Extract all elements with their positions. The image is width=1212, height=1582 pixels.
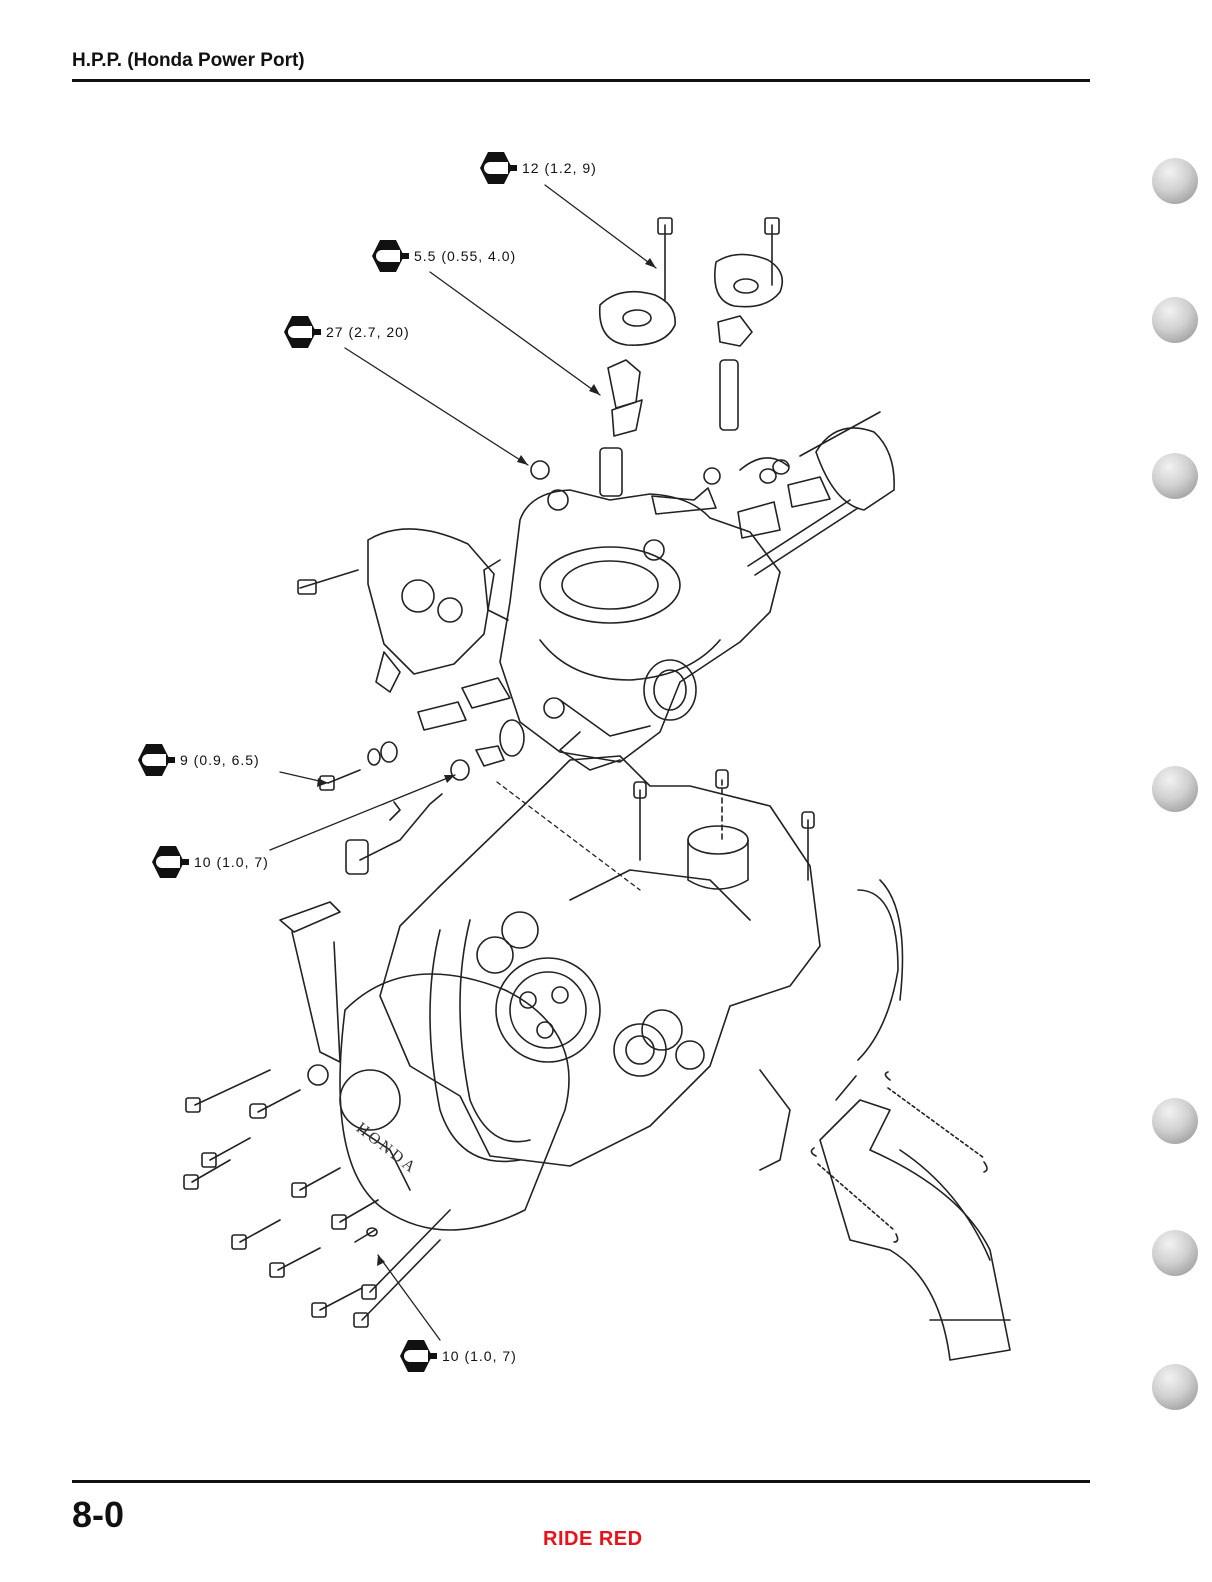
small-parts xyxy=(320,678,524,874)
torque-value: 5.5 (0.55, 4.0) xyxy=(414,248,516,264)
arrowheads xyxy=(317,258,656,1266)
footer-rule xyxy=(72,1480,1090,1483)
section-index-tab xyxy=(1152,766,1198,812)
valve-linkage xyxy=(600,316,894,575)
torque-wrench-icon xyxy=(136,742,176,778)
torque-wrench-icon xyxy=(282,314,322,350)
footer-brand: RIDE RED xyxy=(543,1528,643,1551)
torque-value: 12 (1.2, 9) xyxy=(522,160,597,176)
cylinder-assembly xyxy=(484,461,780,770)
torque-value: 10 (1.0, 7) xyxy=(194,854,269,870)
torque-wrench-icon xyxy=(150,844,190,880)
torque-callout-cylinder-nut: 27 (2.7, 20) xyxy=(282,314,410,350)
kick-starter xyxy=(280,902,340,1085)
section-index-tab xyxy=(1152,1364,1198,1410)
power-port-covers xyxy=(600,218,783,345)
torque-value: 9 (0.9, 6.5) xyxy=(180,752,260,768)
torque-wrench-icon xyxy=(370,238,410,274)
section-index-tab xyxy=(1152,297,1198,343)
torque-callout-link-nut: 10 (1.0, 7) xyxy=(150,844,269,880)
torque-callout-holder-bolt: 5.5 (0.55, 4.0) xyxy=(370,238,516,274)
side-cover-left xyxy=(298,529,494,692)
torque-value: 27 (2.7, 20) xyxy=(326,324,410,340)
section-index-tab xyxy=(1152,453,1198,499)
crankcase-bolts xyxy=(184,1070,450,1327)
piston xyxy=(634,770,814,889)
frame-and-clutch-cover xyxy=(340,920,569,1230)
exhaust-and-springs xyxy=(811,880,1010,1360)
section-index-tab xyxy=(1152,1098,1198,1144)
torque-wrench-icon xyxy=(398,1338,438,1374)
torque-value: 10 (1.0, 7) xyxy=(442,1348,517,1364)
page-number: 8-0 xyxy=(72,1494,124,1536)
section-index-tab xyxy=(1152,158,1198,204)
leader-lines xyxy=(270,185,656,1340)
section-index-tab xyxy=(1152,1230,1198,1276)
torque-callout-governor-bolt: 10 (1.0, 7) xyxy=(398,1338,517,1374)
torque-callout-cover-screw: 9 (0.9, 6.5) xyxy=(136,742,260,778)
torque-wrench-icon xyxy=(478,150,518,186)
torque-callout-cover-bolt: 12 (1.2, 9) xyxy=(478,150,597,186)
crankcase xyxy=(380,756,820,1170)
